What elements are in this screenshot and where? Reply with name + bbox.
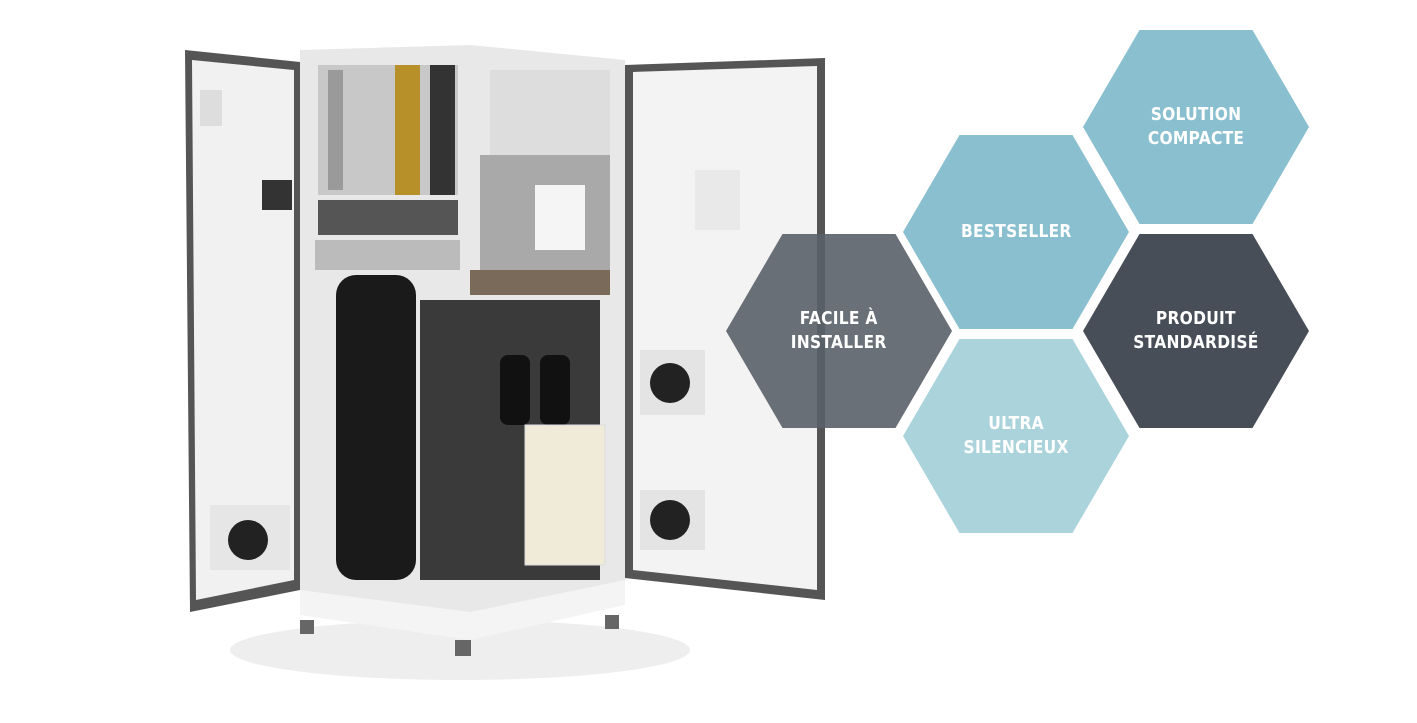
storage-tank bbox=[336, 275, 416, 580]
fan-icon bbox=[650, 500, 690, 540]
feature-label: PRODUIT STANDARDISÉ bbox=[1133, 308, 1259, 353]
feature-label: BESTSELLER bbox=[960, 221, 1072, 242]
fan-icon bbox=[228, 520, 268, 560]
feature-label: FACILE À INSTALLER bbox=[791, 308, 887, 353]
fan-icon bbox=[650, 363, 690, 403]
feature-label: SOLUTION COMPACTE bbox=[1147, 104, 1245, 149]
feature-label: ULTRA SILENCIEUX bbox=[963, 413, 1069, 458]
feature-hex-facile-a-installer: FACILE À INSTALLER bbox=[726, 234, 952, 428]
